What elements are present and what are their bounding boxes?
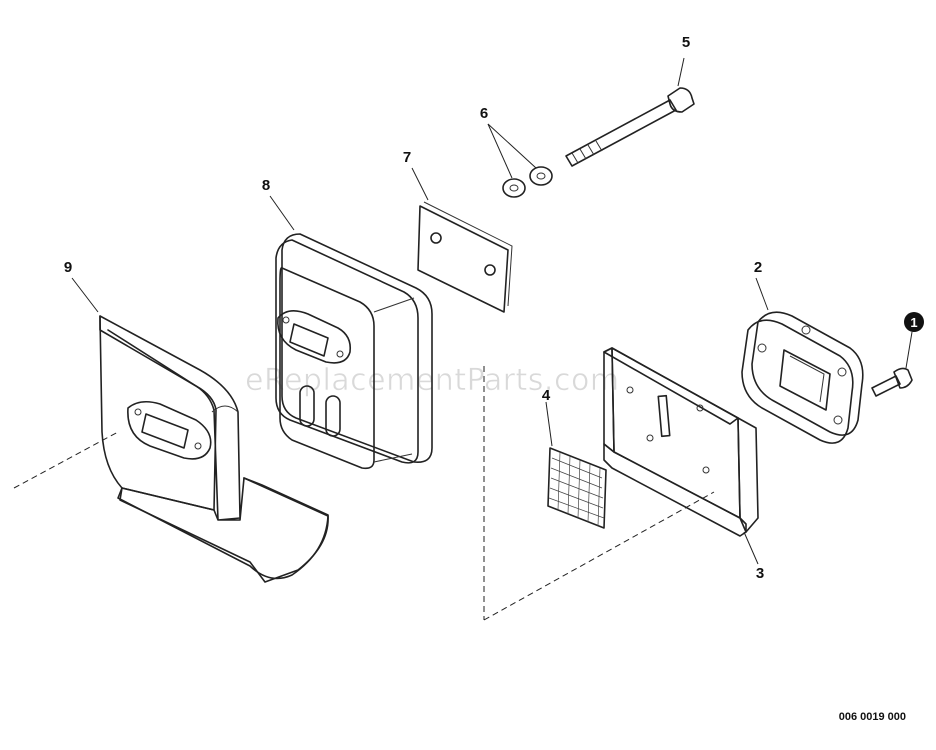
assembly-lines [13, 366, 715, 621]
callout-5: 5 [682, 34, 690, 51]
part-1-bolt [871, 367, 913, 397]
part-4-screen [547, 447, 607, 529]
callout-3: 3 [756, 565, 764, 582]
part-6-washers [502, 166, 553, 198]
part-5-bolt [565, 87, 695, 167]
leader-lines [71, 57, 913, 565]
svg-text:1: 1 [910, 315, 917, 330]
callout-7: 7 [403, 149, 411, 166]
drawing-number: 006 0019 000 [839, 711, 906, 723]
part-9-heat-shield [99, 315, 329, 583]
callout-9: 9 [64, 259, 72, 276]
callout-1: 1 [904, 312, 924, 332]
part-7-cover-plate [417, 201, 513, 313]
part-2-gasket [741, 311, 864, 444]
part-8-muffler [275, 233, 433, 470]
callout-4: 4 [542, 387, 551, 404]
part-3-bracket [603, 347, 759, 537]
callout-2: 2 [754, 259, 762, 276]
callout-8: 8 [262, 177, 270, 194]
callout-6: 6 [480, 105, 488, 122]
